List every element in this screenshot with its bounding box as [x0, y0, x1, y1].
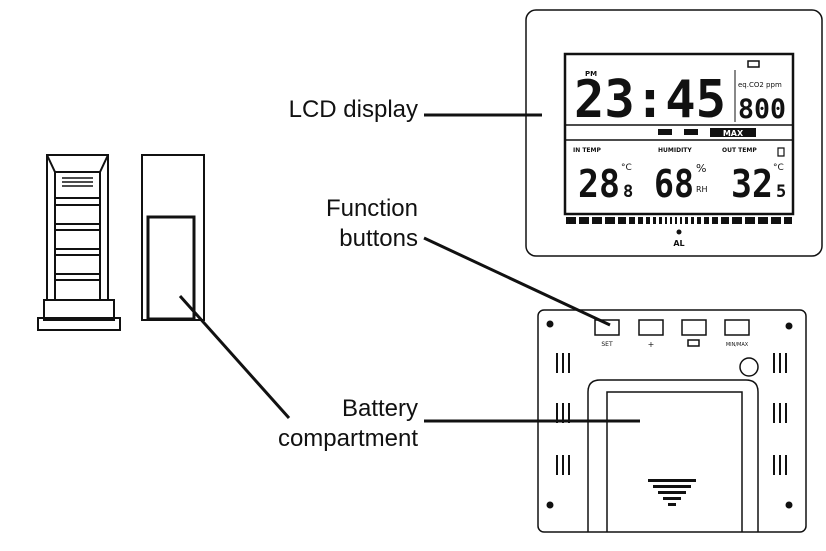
humidity-unit-bottom: RH: [696, 185, 708, 194]
out-temp-label: OUT TEMP: [722, 147, 757, 154]
lcd-panel: PM 23:45 eq.CO2 ppm 800 MAX IN TEMP HUMI…: [525, 9, 823, 257]
leader-lines: [178, 113, 640, 423]
signal-button-icon: [687, 339, 700, 347]
battery-compartment-label-line2: compartment: [277, 425, 418, 452]
pm-indicator: PM: [585, 70, 597, 78]
reset-hole: [739, 357, 759, 377]
battery-compartment-label-line1: Battery: [341, 395, 418, 422]
max-label: MAX: [723, 129, 744, 138]
humidity-label: HUMIDITY: [658, 147, 692, 154]
humidity-unit-top: %: [696, 162, 706, 175]
in-temp-label: IN TEMP: [573, 147, 602, 154]
minmax-button-label: MIN/MAX: [726, 342, 749, 348]
in-temp-value: 28: [578, 162, 620, 206]
out-temp-value: 32: [731, 162, 773, 206]
sensor-back-view: [141, 154, 205, 321]
in-temp-unit: °C: [621, 163, 632, 173]
function-buttons-label-line1: Function: [325, 195, 418, 222]
humidity-value: 68: [654, 162, 694, 206]
signal-button[interactable]: [681, 319, 707, 336]
function-buttons-label-line2: buttons: [339, 225, 418, 252]
trend-icon: [777, 147, 785, 157]
alarm-dot: [676, 229, 682, 235]
in-temp-decimal: 8: [623, 182, 633, 202]
out-temp-decimal: 5: [776, 182, 786, 202]
compartment-leader-line: [178, 295, 291, 419]
battery-door: [587, 379, 759, 532]
set-button[interactable]: [594, 319, 620, 336]
vent-slots: [556, 353, 787, 475]
signal-icon: [747, 60, 760, 68]
co2-unit: eq.CO2 ppm: [738, 81, 782, 89]
max-indicator: [710, 128, 756, 137]
sensor-front-view: [37, 154, 121, 331]
lcd-display-label-text: LCD display: [288, 96, 418, 123]
tx-indicator: [684, 129, 698, 135]
minmax-button[interactable]: [724, 319, 750, 336]
co2-value: 800: [738, 94, 786, 125]
plus-button-label: +: [648, 340, 655, 349]
function-buttons-label: Function buttons: [250, 194, 418, 254]
battery-door-latch-icon: [648, 479, 696, 506]
alarm-label: AL: [673, 239, 684, 248]
set-button-label: SET: [601, 341, 613, 348]
level-bar: [566, 217, 792, 224]
out-temp-unit: °C: [773, 163, 784, 173]
battery-compartment-label: Battery compartment: [230, 394, 418, 454]
clock-time: 23:45: [574, 70, 726, 130]
lcd-display-label: LCD display: [250, 95, 418, 125]
plus-button[interactable]: [638, 319, 664, 336]
buttons-leader-line: [423, 236, 611, 327]
rx-indicator: [658, 129, 672, 135]
